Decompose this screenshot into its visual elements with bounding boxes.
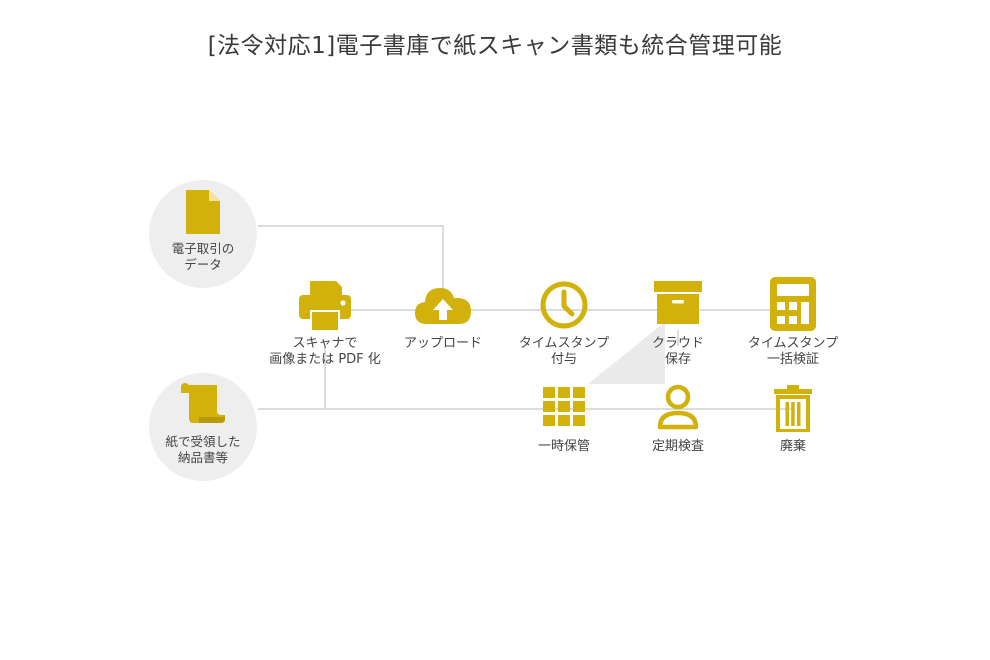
archive-box-icon [653,280,703,326]
printer-icon [298,280,352,332]
trash-icon [773,384,813,432]
person-icon [656,384,700,430]
step-scan-label-1: スキャナで [292,336,358,351]
lower-periodic-inspection-label: 定期検査 [651,439,704,454]
lower-disposal-label: 廃棄 [779,439,806,454]
source-digital-label-1: 電子取引の [171,241,235,256]
paper-scroll-icon [177,381,229,427]
lower-temporary-storage-label: 一時保管 [537,439,590,454]
connector-digital-to-upload [258,225,444,300]
source-digital-label-2: データ [184,257,222,272]
source-digital-data: 電子取引の データ [149,180,257,288]
clock-icon [539,280,589,330]
grid-icon [542,386,586,428]
step-upload-label: アップロード [403,336,482,351]
step-cloud-storage-label-1: クラウド [651,336,704,351]
calculator-icon [769,276,817,332]
source-paper-label-2: 納品書等 [177,450,228,465]
step-scan-label-2: 画像または PDF 化 [269,352,381,367]
callout-wedge [588,322,665,384]
step-cloud-storage-label-2: 保存 [664,352,691,367]
step-timestamp-label-1: タイムスタンプ [518,336,610,351]
source-paper-documents: 紙で受領した 納品書等 [149,373,257,481]
step-bulk-verification-label-1: タイムスタンプ [747,336,839,351]
cloud-upload-icon [413,280,473,328]
step-bulk-verification-label-2: 一括検証 [766,352,819,367]
diagram-title: [法令対応1]電子書庫で紙スキャン書類も統合管理可能 [207,33,783,59]
step-timestamp-label-2: 付与 [550,352,577,367]
source-paper-label-1: 紙で受領した [165,434,241,449]
document-icon [183,187,223,237]
